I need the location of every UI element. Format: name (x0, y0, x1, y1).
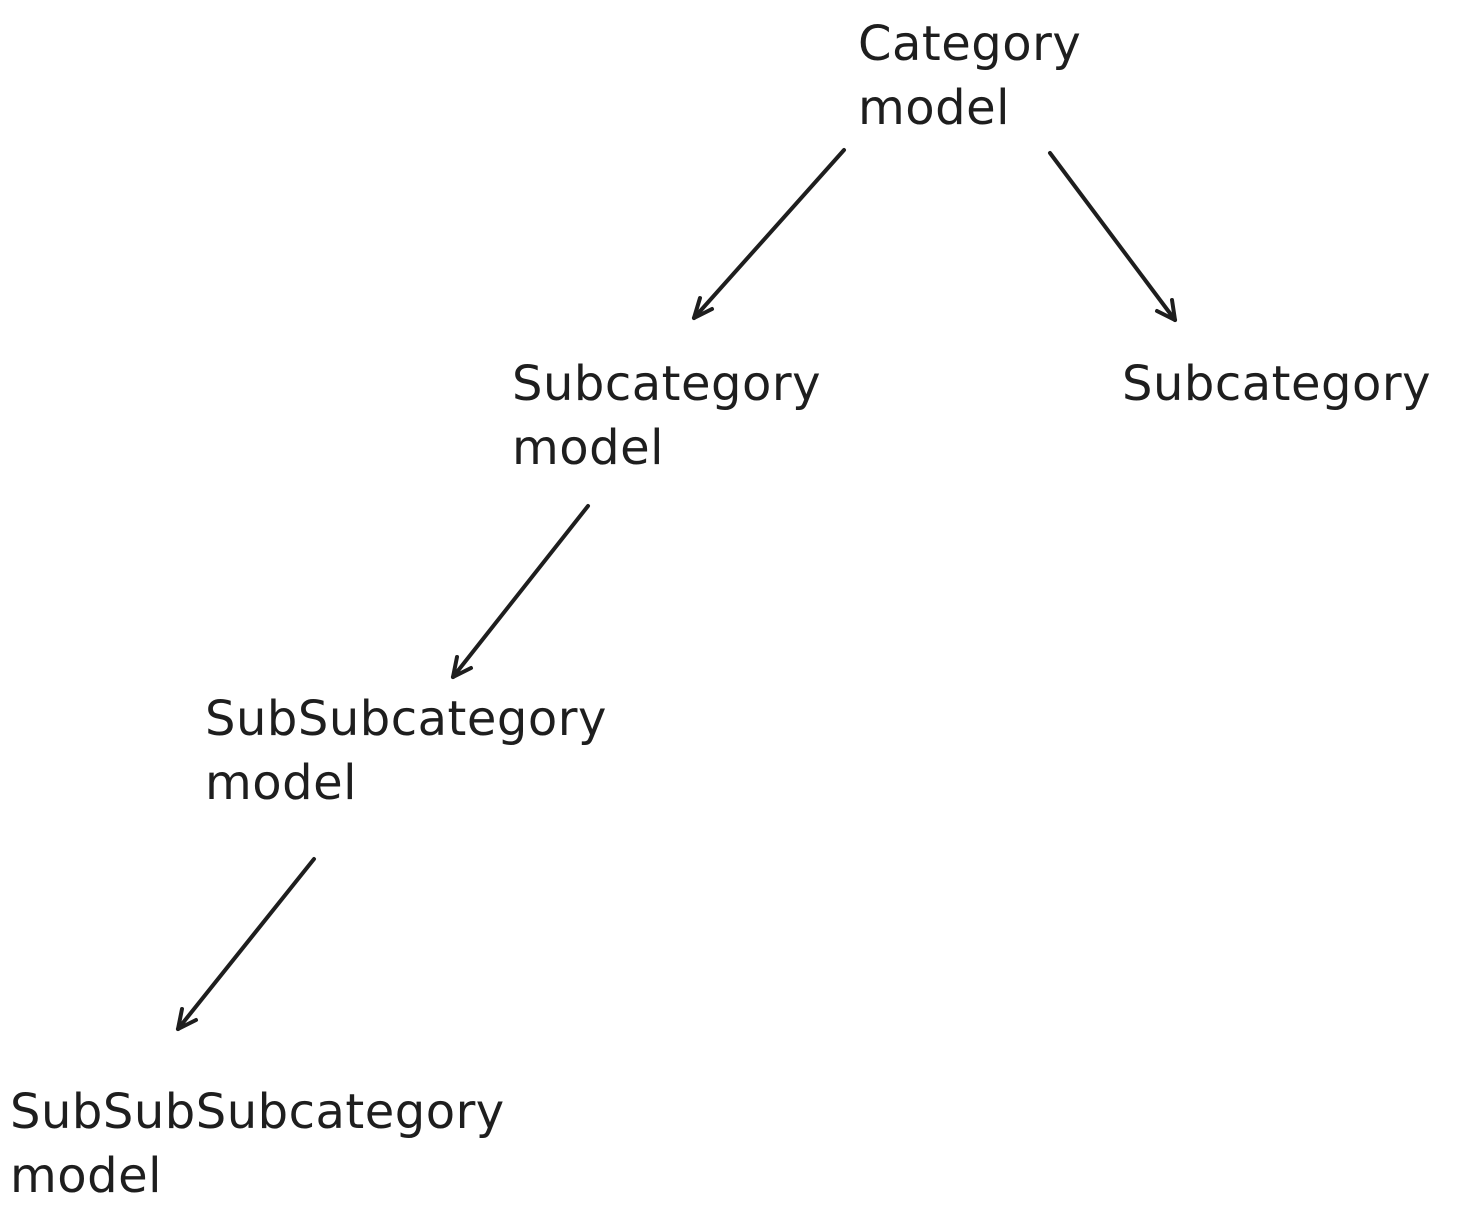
node-subsubcategory-model: SubSubcategory model (205, 687, 607, 815)
arrow-category-to-subcategory-model (692, 148, 846, 320)
node-subcategory: Subcategory (1122, 352, 1431, 416)
arrow-subsubcategory-model-to-subsubsubcategory-model (176, 857, 316, 1031)
arrow-category-to-subcategory (1048, 151, 1177, 322)
node-label-line: model (512, 420, 664, 476)
node-label-line: model (858, 80, 1010, 136)
node-subcategory-model: Subcategory model (512, 352, 821, 480)
arrow-subcategory-model-to-subsubcategory-model (451, 504, 590, 679)
node-label-line: Subcategory (1122, 356, 1431, 412)
node-label-line: Subcategory (512, 356, 821, 412)
node-label-line: model (205, 755, 357, 811)
node-label-line: SubSubSubcategory (10, 1084, 505, 1140)
node-label-line: SubSubcategory (205, 691, 607, 747)
node-label-line: Category (858, 16, 1082, 72)
node-subsubsubcategory-model: SubSubSubcategory model (10, 1080, 505, 1208)
node-label-line: model (10, 1148, 162, 1204)
node-category-model: Category model (858, 12, 1081, 140)
